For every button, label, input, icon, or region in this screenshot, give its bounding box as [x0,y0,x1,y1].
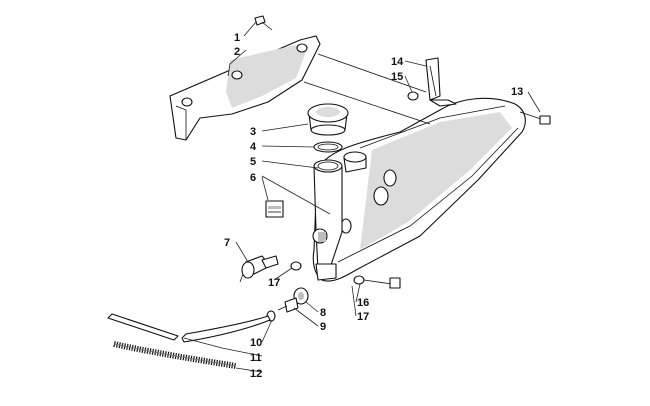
fuel-tank [312,97,526,282]
callout-6: 6 [250,172,256,184]
callout-9: 9 [320,321,326,333]
bolt-1 [254,15,273,31]
callout-12: 12 [250,368,262,380]
callout-1: 1 [234,32,240,44]
fuel-fitting [277,297,299,313]
callout-7: 7 [224,237,230,249]
nut-17-left [290,261,302,271]
callout-15: 15 [391,71,403,83]
callout-3: 3 [250,126,256,138]
fuel-cap [307,103,349,136]
callout-16: 16 [357,297,369,309]
callout-2: 2 [234,46,240,58]
callout-8: 8 [320,307,326,319]
callout-5: 5 [250,156,256,168]
tank-strap [425,57,457,107]
callout-14: 14 [391,56,404,68]
callout-17-right: 17 [357,311,369,323]
callout-4: 4 [250,141,257,153]
bolt-13 [519,111,551,125]
heat-shield [169,35,321,141]
grommet [293,287,309,305]
bolt-16 [353,275,401,289]
callout-11: 11 [250,352,262,364]
callout-17-left: 17 [268,277,280,289]
fuel-hose [107,313,271,343]
warning-label [265,200,284,218]
spring-guard [113,341,237,369]
callout-13: 13 [511,86,523,98]
nut-15 [407,91,419,101]
callout-10: 10 [250,337,262,349]
